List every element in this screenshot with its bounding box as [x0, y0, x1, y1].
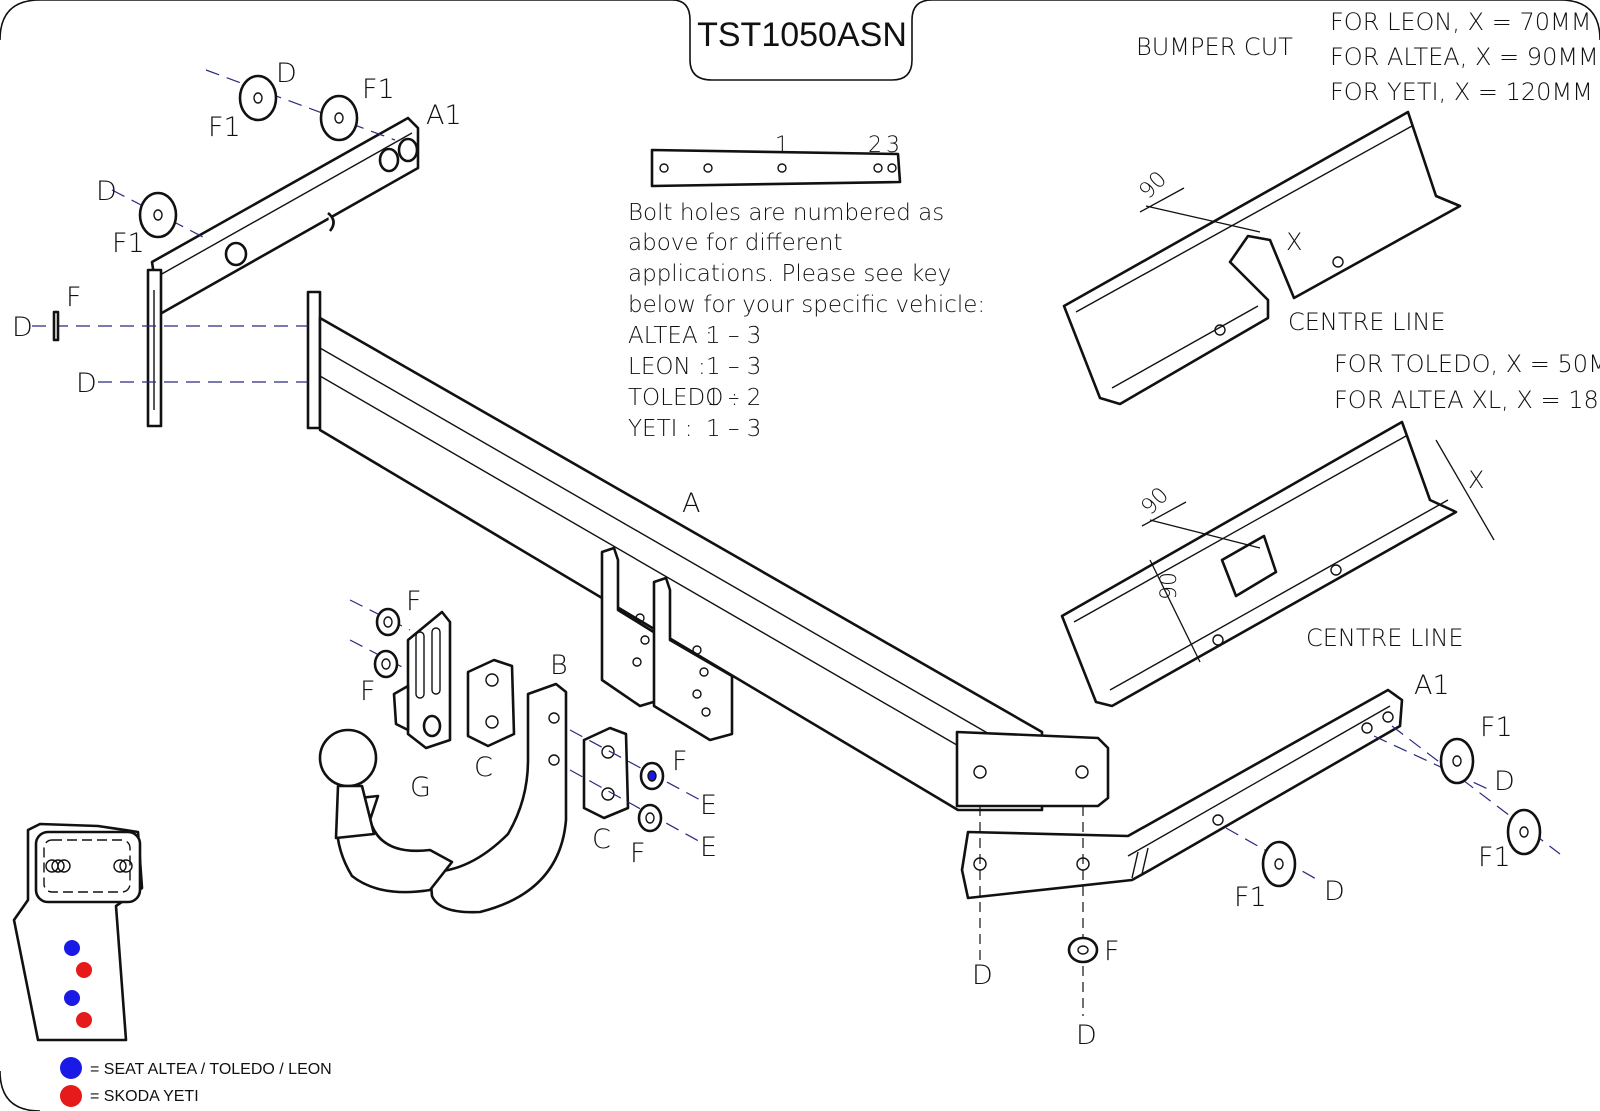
label-f: F	[66, 282, 82, 313]
label-f: F	[672, 746, 688, 777]
label-a: A	[682, 488, 700, 519]
blue-hole-marker	[64, 990, 80, 1006]
page-title: TST1050ASN	[697, 16, 907, 54]
washers-top-left	[32, 69, 396, 383]
label-e: E	[700, 832, 717, 863]
legend-blue-label: = SEAT ALTEA / TOLEDO / LEON	[90, 1061, 332, 1078]
bumper-value: FOR ALTEA XL, X = 180MM	[1334, 386, 1600, 414]
dim-90: 90	[1135, 167, 1172, 204]
vehicle-name: LEON :	[628, 354, 706, 380]
label-f: F	[406, 586, 422, 617]
hole-number-1: 1	[775, 133, 789, 158]
vehicle-name: YETI :	[628, 416, 692, 442]
bumper-value: FOR YETI, X = 120MM	[1330, 78, 1593, 106]
label-c: C	[474, 752, 493, 783]
bumper-value: FOR ALTEA, X = 90MM	[1330, 43, 1599, 71]
label-d: D	[96, 176, 117, 207]
vehicle-holes: 1 – 3	[706, 416, 761, 442]
crossbar-a	[318, 316, 1110, 812]
label-f1: F1	[112, 228, 145, 259]
part-labels: D F1 F1 A1 D F1 F D D A F F B G C C F E …	[12, 58, 1515, 1051]
red-hole-marker	[76, 962, 92, 978]
label-f1: F1	[362, 74, 395, 105]
legend: = SEAT ALTEA / TOLEDO / LEON = SKODA YET…	[60, 1057, 332, 1107]
vehicle-name: ALTEA :	[628, 323, 713, 349]
label-b: B	[550, 650, 568, 681]
centre-line-label: CENTRE LINE	[1288, 308, 1446, 336]
bumper-value: FOR TOLEDO, X = 50MM	[1334, 350, 1600, 378]
legend-red-label: = SKODA YETI	[90, 1088, 199, 1105]
label-d: D	[12, 312, 33, 343]
washers-center	[349, 599, 705, 845]
label-g: G	[410, 772, 431, 803]
vehicle-name: TOLEDO :	[628, 385, 738, 411]
label-d: D	[76, 368, 97, 399]
label-d: D	[1324, 876, 1345, 907]
plate-c-1	[466, 658, 516, 748]
bumper-value: FOR LEON, X = 70MM	[1330, 8, 1591, 36]
label-d: D	[1076, 1020, 1097, 1051]
washers-right	[1225, 725, 1561, 888]
dim-x: X	[1468, 466, 1484, 494]
hole-number-2: 2	[868, 133, 882, 158]
dim-90: 90	[1157, 572, 1182, 600]
label-f1: F1	[1234, 882, 1267, 913]
bolt-key-line: Bolt holes are numbered as	[628, 200, 944, 226]
bolt-hole-key: 1 2 3 Bolt holes are numbered as above f…	[628, 133, 985, 442]
dim-90: 90	[1137, 483, 1174, 520]
vehicle-bracket-inset	[12, 822, 144, 1042]
legend-red-dot	[60, 1085, 82, 1107]
label-f: F	[1104, 936, 1120, 967]
label-e: E	[700, 790, 717, 821]
bumper-cut-section: BUMPER CUT FOR LEON, X = 70MM FOR ALTEA,…	[1060, 8, 1600, 708]
label-d: D	[972, 960, 993, 991]
bolt-key-line: applications. Please see key	[628, 261, 951, 287]
label-a1: A1	[1414, 670, 1450, 701]
label-f1: F1	[1480, 712, 1513, 743]
blue-hole-marker	[64, 940, 80, 956]
vehicle-holes: 1 – 3	[706, 354, 761, 380]
dim-x: X	[1286, 228, 1302, 256]
label-d: D	[1494, 766, 1515, 797]
bolt-key-line: above for different	[628, 230, 842, 256]
bolt-key-line: below for your specific vehicle:	[628, 292, 985, 318]
electric-bracket	[392, 610, 452, 750]
bumper-cut-heading: BUMPER CUT	[1136, 33, 1293, 61]
red-hole-marker	[76, 1012, 92, 1028]
label-f: F	[360, 676, 376, 707]
label-f: F	[630, 838, 646, 869]
label-f1: F1	[208, 112, 241, 143]
swan-neck-b	[318, 682, 568, 914]
centre-line-label: CENTRE LINE	[1306, 624, 1464, 652]
vehicle-holes: 1 – 2	[706, 385, 761, 411]
label-d: D	[276, 58, 297, 89]
label-c: C	[592, 824, 611, 855]
label-a1: A1	[426, 100, 462, 131]
vehicle-holes: 1 – 3	[706, 323, 761, 349]
legend-blue-dot	[60, 1057, 82, 1079]
label-f1: F1	[1478, 842, 1511, 873]
hole-number-3: 3	[886, 133, 900, 158]
bracket-a1-right	[960, 688, 1404, 1016]
